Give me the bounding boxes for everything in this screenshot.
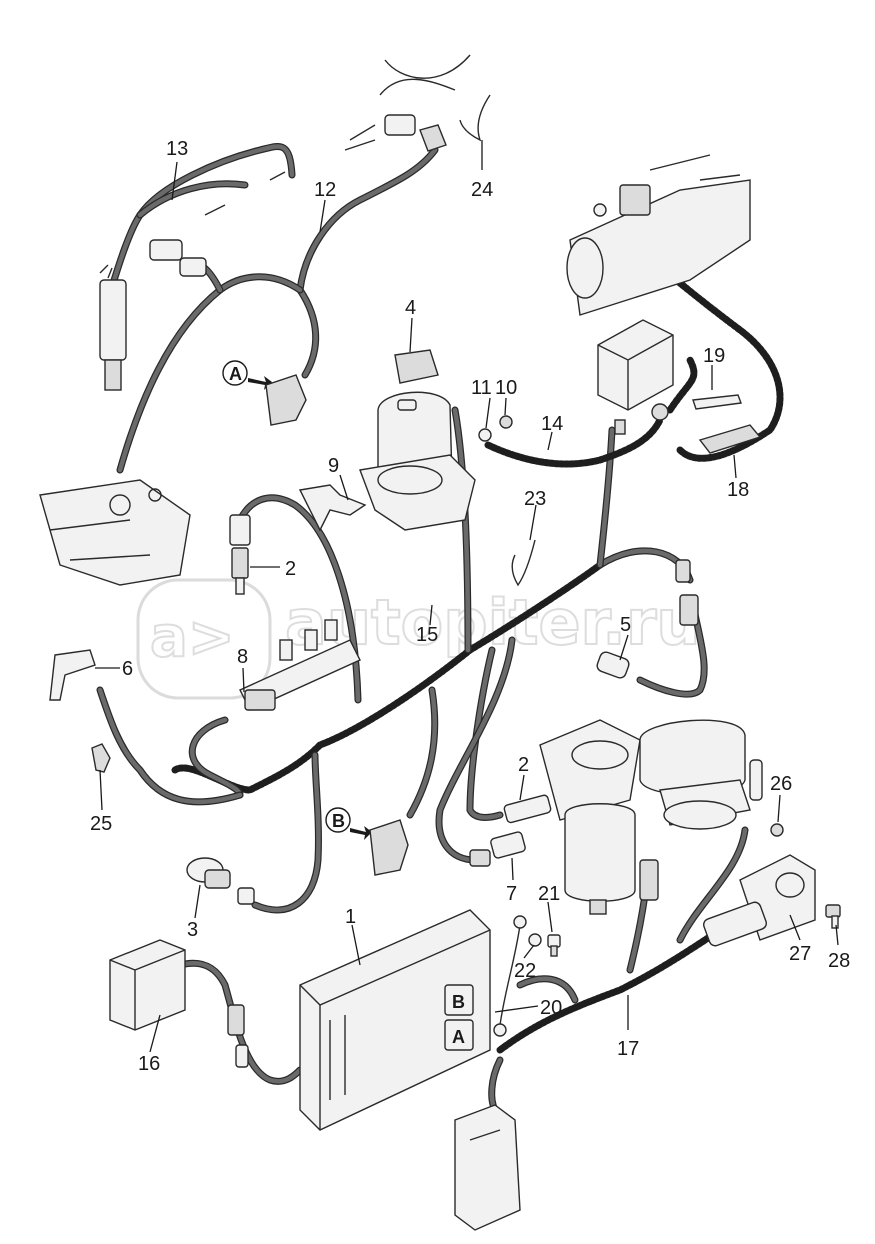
starter-motor [566, 154, 751, 316]
washer-nut-10-11 [478, 415, 513, 442]
nut-26 [770, 823, 784, 837]
bracket-part-9 [298, 484, 367, 532]
label-27: 27 [789, 943, 811, 965]
fuel-rail [239, 619, 361, 711]
label-8: 8 [237, 646, 248, 668]
label-19: 19 [703, 345, 725, 367]
label-14: 14 [541, 413, 563, 435]
connector-a-letter: A [229, 364, 242, 384]
sensor-7 [469, 831, 526, 867]
sensor-5 [596, 559, 699, 679]
label-2-upper: 2 [285, 558, 296, 580]
connector-b: B [325, 807, 409, 876]
label-18: 18 [727, 479, 749, 501]
intake-housing [359, 391, 476, 531]
pigtail-connectors-top [344, 54, 471, 152]
ecu-port-a: A [452, 1027, 465, 1047]
label-13: 13 [166, 138, 188, 160]
leader-lines [95, 140, 839, 1053]
ecu: B A [299, 909, 491, 1131]
bolt-21 [547, 934, 561, 957]
sensor-2-upper [229, 514, 251, 595]
label-24: 24 [471, 179, 493, 201]
bolt-28 [825, 904, 841, 929]
svg-text:a>: a> [150, 605, 235, 670]
label-3: 3 [187, 919, 198, 941]
block-16 [109, 939, 249, 1068]
bracket-27 [703, 854, 816, 947]
wiring [96, 142, 784, 1114]
label-6: 6 [122, 658, 133, 680]
part-4-sensor [394, 349, 439, 384]
label-16: 16 [138, 1053, 160, 1075]
label-2-lower: 2 [518, 754, 529, 776]
part-23-wire [511, 539, 536, 587]
label-9: 9 [328, 455, 339, 477]
connector-b-letter: B [332, 811, 345, 831]
engine-block [39, 479, 191, 586]
label-4: 4 [405, 297, 416, 319]
part-24-wire [459, 94, 491, 142]
washer-22 [528, 933, 542, 947]
fuel-filter-right [639, 719, 763, 901]
fuel-filter-left [539, 719, 641, 915]
sensor-6 [49, 649, 96, 701]
label-21: 21 [538, 883, 560, 905]
label-12: 12 [314, 179, 336, 201]
part-labels: 13 12 24 4 19 11 10 14 9 18 23 2 5 15 8 … [90, 138, 850, 1075]
ecu-port-b: B [452, 992, 465, 1012]
label-17: 17 [617, 1038, 639, 1060]
label-26: 26 [770, 773, 792, 795]
label-5: 5 [620, 614, 631, 636]
label-28: 28 [828, 950, 850, 972]
fuse-19 [692, 394, 762, 454]
sensor-2-lower [503, 794, 552, 824]
label-20: 20 [540, 997, 562, 1019]
label-15: 15 [416, 624, 438, 646]
ground-strap-20 [493, 915, 527, 1037]
injector [99, 171, 286, 391]
label-23: 23 [524, 488, 546, 510]
connector-block-lower [454, 1104, 521, 1231]
label-7: 7 [506, 883, 517, 905]
label-11: 11 [471, 377, 492, 399]
label-10: 10 [495, 377, 517, 399]
connector-a: A [222, 360, 307, 426]
label-25: 25 [90, 813, 112, 835]
sensor-3 [186, 857, 255, 905]
label-22: 22 [514, 960, 536, 982]
clip-25 [91, 743, 111, 773]
relay [597, 319, 674, 435]
label-1: 1 [345, 906, 356, 928]
